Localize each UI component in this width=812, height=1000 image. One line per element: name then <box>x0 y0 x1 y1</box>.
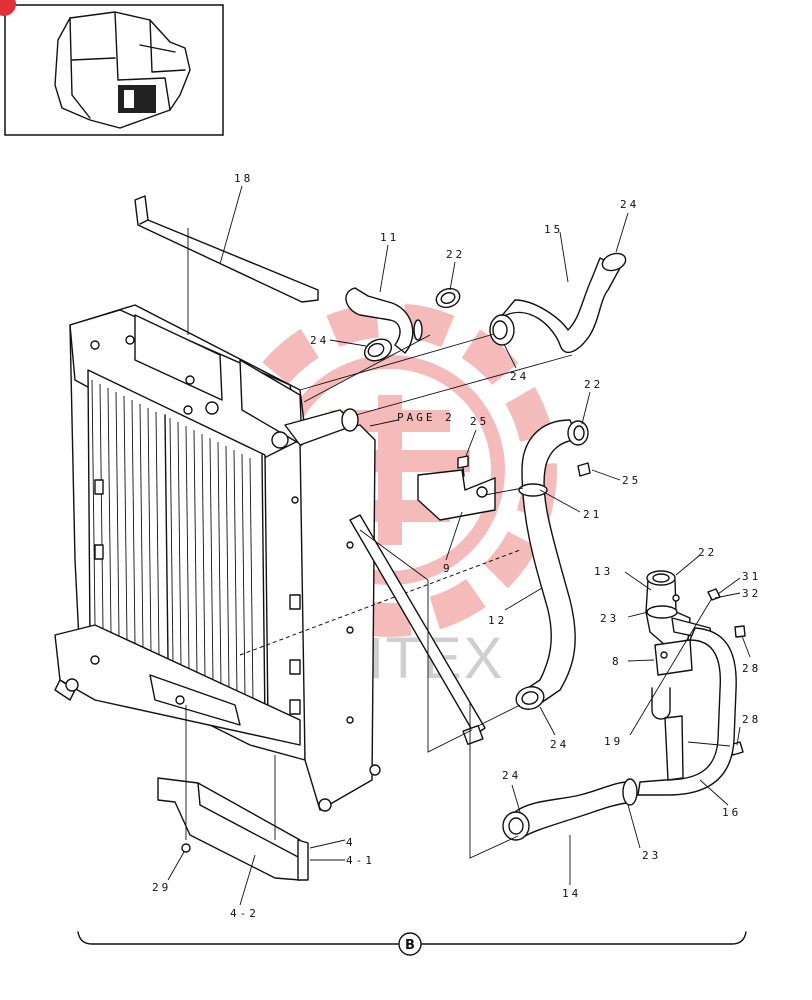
callout-29: 29 <box>152 881 171 894</box>
bolt-28a <box>734 625 746 638</box>
callout-4-1: 4-1 <box>346 854 375 867</box>
bolt-25b <box>577 462 591 477</box>
hose-14 <box>502 778 638 841</box>
callout-4-2: 4-2 <box>230 907 259 920</box>
callout-13: 13 <box>594 565 613 578</box>
callout-leaders <box>167 185 751 906</box>
callout-8: 8 <box>612 655 622 668</box>
callout-12: 12 <box>488 614 507 627</box>
callout-15: 15 <box>544 223 563 236</box>
nut-31 <box>707 588 721 601</box>
stay-bar <box>349 514 486 753</box>
callout-4: 4 <box>346 836 356 849</box>
callout-24c: 24 <box>510 370 529 383</box>
clamp-22a <box>435 287 461 309</box>
callout-24a: 24 <box>620 198 639 211</box>
hose-15 <box>489 252 627 354</box>
callout-23a: 23 <box>600 612 619 625</box>
part-19-u-bolt <box>651 687 671 720</box>
callout-19: 19 <box>604 735 623 748</box>
part-4-lower-plate <box>157 777 309 881</box>
callout-labels: 18 11 22 15 24 24 24 PAGE 2 25 22 25 21 … <box>152 172 761 920</box>
hose-11 <box>345 287 423 362</box>
callout-31: 31 <box>742 570 761 583</box>
hose-16 <box>637 627 737 796</box>
callout-24b: 24 <box>310 334 329 347</box>
section-label-b: B <box>405 938 415 953</box>
callout-24e: 24 <box>502 769 521 782</box>
callout-22c: 22 <box>698 546 717 559</box>
callout-25a: 25 <box>470 415 489 428</box>
callout-16: 16 <box>722 806 741 819</box>
callout-28b: 28 <box>742 713 761 726</box>
callout-11: 11 <box>380 231 399 244</box>
callout-9: 9 <box>443 562 453 575</box>
callout-23b: 23 <box>642 849 661 862</box>
bolt-25a <box>457 455 469 477</box>
callout-14: 14 <box>562 887 581 900</box>
callout-18: 18 <box>234 172 253 185</box>
callout-22a: 22 <box>446 248 465 261</box>
machine-thumbnail <box>0 0 224 136</box>
callout-24d: 24 <box>550 738 569 751</box>
callout-28a: 28 <box>742 662 761 675</box>
callout-22b: 22 <box>584 378 603 391</box>
part-18-seal <box>134 195 319 303</box>
callout-21: 21 <box>583 508 602 521</box>
callout-32: 32 <box>742 587 761 600</box>
page-reference: PAGE 2 <box>397 411 455 424</box>
part-9-bracket <box>417 469 496 521</box>
hose-12 <box>515 419 589 710</box>
section-bracket: B <box>77 931 747 956</box>
callout-25b: 25 <box>622 474 641 487</box>
